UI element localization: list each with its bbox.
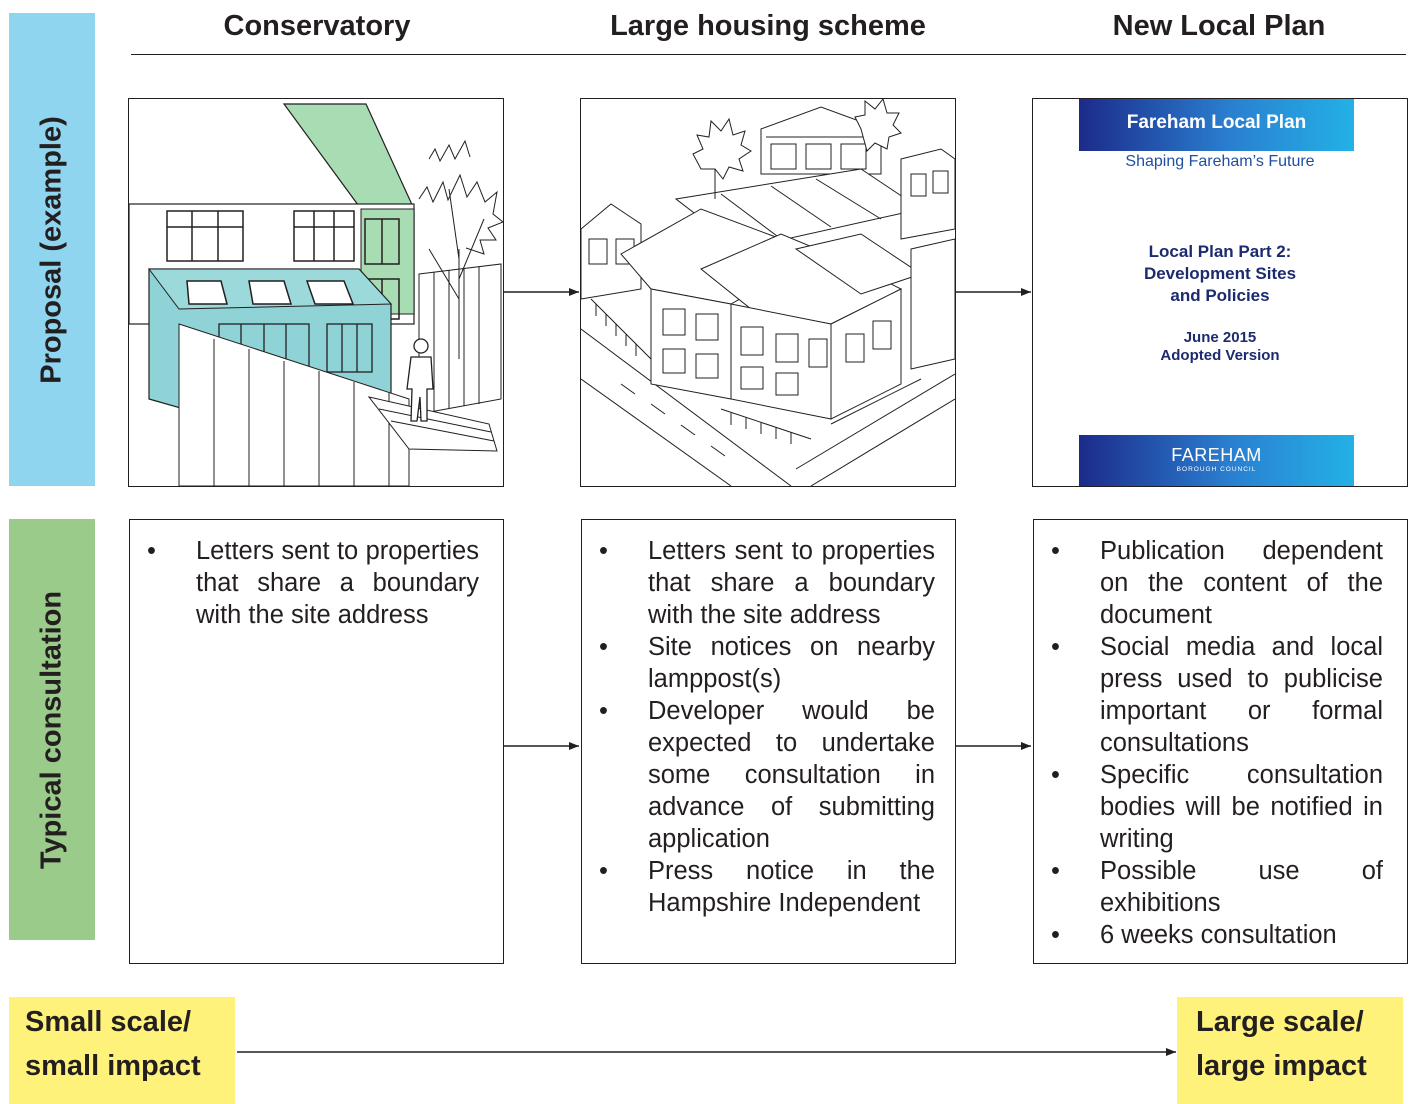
list-item: Site notices on nearby lamppost(s) [582,631,935,695]
large-scale-line-2: large impact [1196,1050,1367,1082]
council-name: FAREHAM [1171,445,1262,465]
column-header-local-plan: New Local Plan [1112,10,1326,42]
cover-council-bar: FAREHAM BOROUGH COUNCIL [1079,435,1354,486]
cover-date: June 2015 [1183,329,1257,346]
header-divider [131,54,1406,55]
list-item: Specific consultation bodies will be not… [1034,759,1383,855]
column-header-housing: Large housing scheme [610,10,926,42]
consultation-list-local-plan: Publication dependent on the content of … [1034,535,1383,951]
local-plan-cover: Fareham Local Plan Shaping Fareham’s Fut… [1032,98,1408,487]
list-item: Letters sent to properties that share a … [130,535,479,631]
consultation-list-housing: Letters sent to properties that share a … [582,535,935,919]
small-scale-line-1: Small scale/ [25,1006,192,1038]
consultation-list-conservatory: Letters sent to properties that share a … [130,535,479,631]
column-header-conservatory: Conservatory [223,10,411,42]
cover-heading-line-3: and Policies [1170,286,1270,305]
large-scale-line-1: Large scale/ [1196,1006,1364,1038]
small-scale-line-2: small impact [25,1050,201,1082]
list-item: Publication dependent on the content of … [1034,535,1383,631]
small-scale-label: Small scale/ small impact [9,997,235,1104]
council-subtitle: BOROUGH COUNCIL [1176,466,1257,473]
consultation-box-conservatory: Letters sent to properties that share a … [129,519,504,964]
consultation-box-housing: Letters sent to properties that share a … [581,519,956,964]
list-item: Press notice in the Hampshire Independen… [582,855,935,919]
conservatory-illustration [128,98,504,487]
list-item: Social media and local press used to pub… [1034,631,1383,759]
housing-scheme-illustration [580,98,956,487]
list-item: Possible use of exhibitions [1034,855,1383,919]
cover-heading-line-1: Local Plan Part 2: [1148,242,1292,261]
cover-title: Fareham Local Plan [1126,112,1307,133]
list-item: Letters sent to properties that share a … [582,535,935,631]
cover-title-bar: Fareham Local Plan [1079,99,1354,151]
row-band-proposal: Proposal (example) [9,13,95,486]
cover-version: Adopted Version [1160,347,1280,364]
consultation-box-local-plan: Publication dependent on the content of … [1033,519,1408,964]
cover-heading-line-2: Development Sites [1143,264,1297,283]
list-item: 6 weeks consultation [1034,919,1383,951]
list-item: Developer would be expected to undertake… [582,695,935,855]
row-band-consultation: Typical consultation [9,519,95,940]
cover-subtitle: Shaping Fareham’s Future [1125,153,1315,170]
large-scale-label: Large scale/ large impact [1177,997,1403,1104]
